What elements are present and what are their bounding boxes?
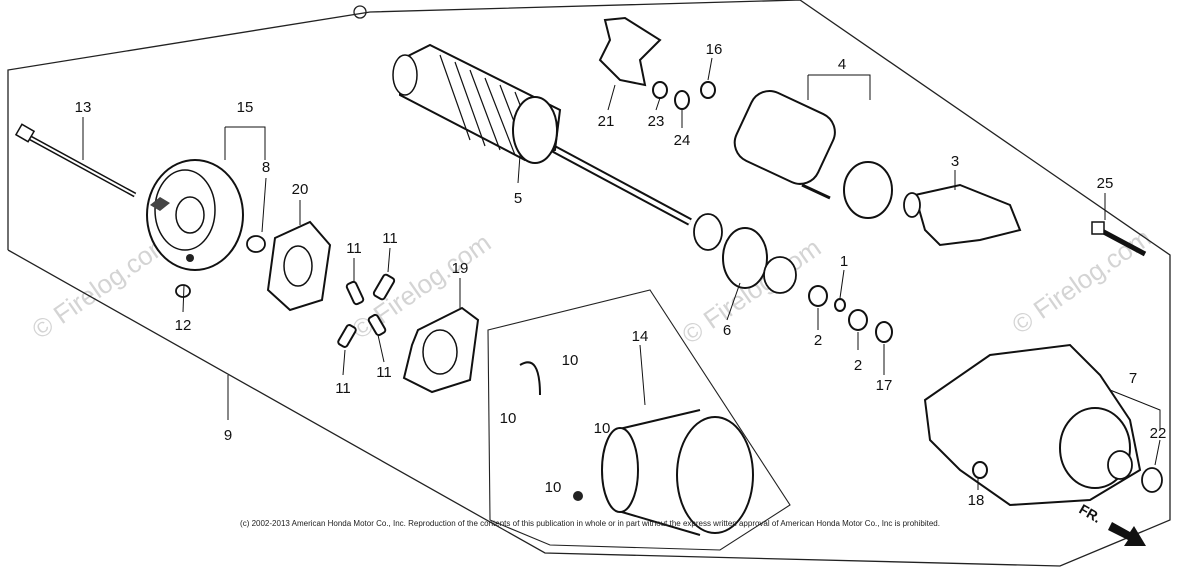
mounting-bolt	[1091, 221, 1147, 257]
washer	[674, 90, 690, 110]
callout-label: 22	[1150, 425, 1167, 442]
callout-label: 17	[876, 377, 893, 394]
callouts: 13 15 8 20 12 9 11 11 11 11 19 5 21 23 2…	[75, 41, 1167, 509]
copyright-notice: (c) 2002-2013 American Honda Motor Co., …	[240, 519, 940, 528]
callout-label: 6	[723, 322, 731, 339]
callout-label: 15	[237, 99, 254, 116]
callout-label: 2	[854, 357, 862, 374]
callout-label: 9	[224, 427, 232, 444]
brush-holder	[402, 306, 480, 394]
callout-label: 13	[75, 99, 92, 116]
callout-label: 5	[514, 190, 522, 207]
front-housing	[923, 343, 1142, 507]
armature	[392, 43, 692, 226]
watermark: © Firelog.com	[1006, 222, 1156, 340]
field-coil-group-outline	[487, 289, 791, 551]
washer	[875, 321, 893, 343]
callout-label: 14	[632, 328, 649, 345]
callout-label: 11	[382, 230, 398, 247]
callout-label: 3	[951, 153, 959, 170]
bracket	[598, 16, 662, 87]
nut	[652, 81, 668, 99]
callout-label: 25	[1097, 175, 1114, 192]
callout-label: 11	[346, 240, 362, 257]
brush-plate	[266, 220, 332, 312]
stop-collar	[808, 285, 828, 307]
bushing	[1141, 467, 1163, 493]
bushing	[246, 235, 266, 253]
copyright-mark-icon	[353, 5, 367, 19]
callout-label: 1	[840, 253, 848, 270]
callout-label: 10	[500, 410, 517, 427]
callout-label: 4	[838, 56, 846, 73]
overrunning-clutch	[693, 213, 797, 294]
callout-label: 10	[562, 352, 579, 369]
callout-label: 21	[598, 113, 615, 130]
callout-label: 16	[706, 41, 723, 58]
circlip	[834, 298, 846, 312]
leader-lines	[82, 57, 1161, 490]
callout-label: 11	[376, 364, 392, 381]
rear-cover	[146, 159, 244, 271]
solenoid	[733, 90, 893, 219]
callout-label: 18	[968, 492, 985, 509]
yoke	[519, 361, 754, 536]
assembly-outline	[7, 0, 1171, 567]
callout-label: 11	[335, 380, 351, 397]
arrow-right-icon	[1108, 522, 1146, 546]
stop-collar	[848, 309, 868, 331]
nut	[700, 81, 716, 99]
callout-label: 8	[262, 159, 270, 176]
shift-lever	[903, 183, 1022, 247]
callout-label: 24	[674, 132, 691, 149]
callout-label: 20	[292, 181, 309, 198]
callout-label: 19	[452, 260, 469, 277]
grommet	[175, 284, 191, 298]
callout-label: 12	[175, 317, 192, 334]
callout-label: 23	[648, 113, 665, 130]
callout-label: 10	[545, 479, 562, 496]
callout-label: 10	[594, 420, 611, 437]
callout-label: 7	[1129, 370, 1137, 387]
brush-springs	[337, 273, 396, 348]
through-bolt	[14, 123, 137, 198]
callout-label: 2	[814, 332, 822, 349]
nut	[972, 461, 988, 479]
